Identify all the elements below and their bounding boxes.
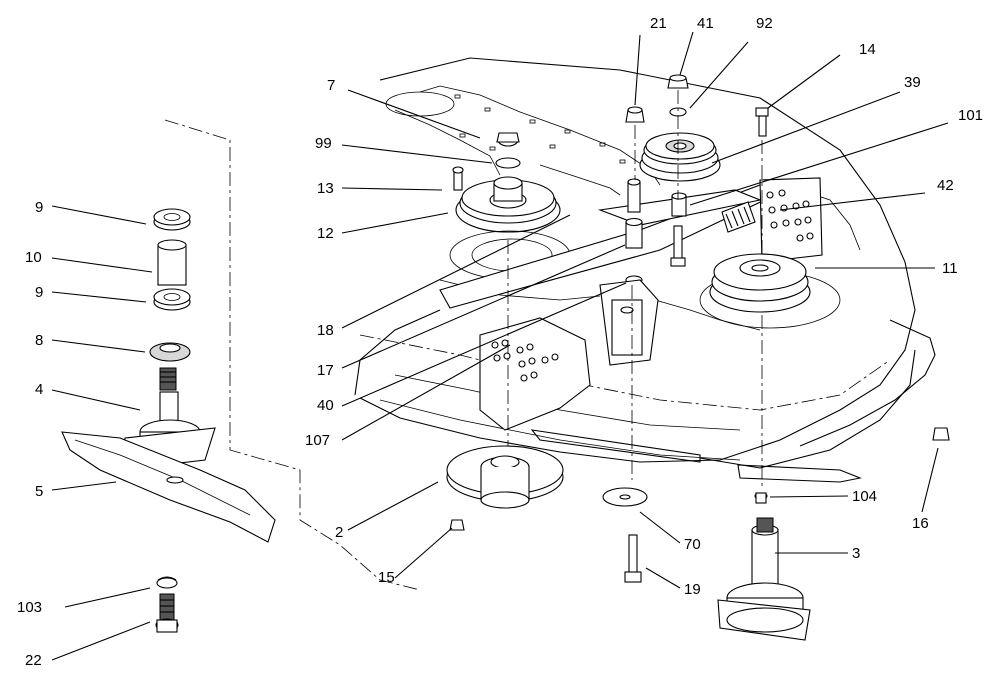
callout-13: 13 xyxy=(317,180,334,197)
right-pulley xyxy=(699,253,841,329)
callout-10: 10 xyxy=(25,249,42,266)
callout-3: 3 xyxy=(852,545,861,562)
callout-104: 104 xyxy=(852,488,878,505)
nuts xyxy=(449,427,950,531)
callout-42: 42 xyxy=(937,177,954,194)
callout-17: 17 xyxy=(317,362,334,379)
left-spindle-assembly xyxy=(61,119,421,633)
callout-39: 39 xyxy=(904,74,921,91)
callout-9-upper: 9 xyxy=(35,199,44,216)
callout-21: 21 xyxy=(650,15,667,32)
callout-16: 16 xyxy=(912,515,929,532)
idler-pulley xyxy=(625,74,721,217)
spindle-housing xyxy=(446,445,564,509)
callout-4: 4 xyxy=(35,381,44,398)
bolt-14 xyxy=(755,107,769,490)
leader-lines xyxy=(51,31,949,661)
callout-70: 70 xyxy=(684,536,701,553)
callout-22: 22 xyxy=(25,652,42,669)
callout-101: 101 xyxy=(958,107,984,124)
callout-15: 15 xyxy=(378,569,395,586)
spring xyxy=(721,201,756,233)
callout-40: 40 xyxy=(317,397,334,414)
lower-center-hardware xyxy=(507,240,648,583)
spindle-shaft xyxy=(717,517,811,641)
deflector-bracket xyxy=(479,279,659,431)
mower-deck xyxy=(354,57,936,483)
callout-19: 19 xyxy=(684,581,701,598)
callout-99: 99 xyxy=(315,135,332,152)
callout-92: 92 xyxy=(756,15,773,32)
callout-107: 107 xyxy=(305,432,331,449)
callout-7: 7 xyxy=(327,77,336,94)
callout-2: 2 xyxy=(335,524,344,541)
callout-18: 18 xyxy=(317,322,334,339)
callout-103: 103 xyxy=(17,599,43,616)
callout-5: 5 xyxy=(35,483,44,500)
left-pulley xyxy=(449,132,571,280)
callout-12: 12 xyxy=(317,225,334,242)
callout-41: 41 xyxy=(697,15,714,32)
callout-8: 8 xyxy=(35,332,44,349)
callout-14: 14 xyxy=(859,41,876,58)
callout-9-lower: 9 xyxy=(35,284,44,301)
callout-11: 11 xyxy=(942,260,958,277)
